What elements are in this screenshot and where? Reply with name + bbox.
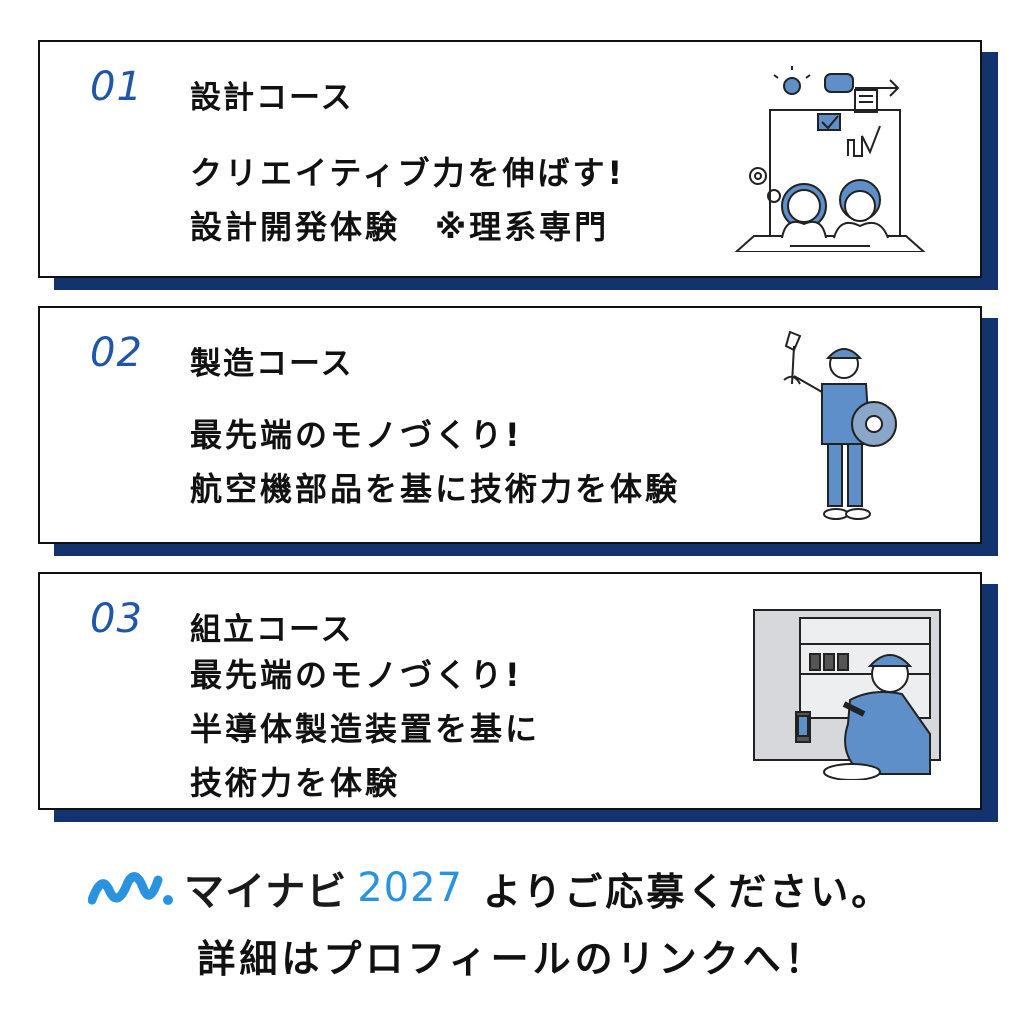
worker-wrench-icon bbox=[783, 330, 897, 520]
course-title: 製造コース bbox=[190, 346, 354, 382]
course-number: 02 bbox=[90, 330, 143, 376]
description-line: 半導体製造装置を基に bbox=[190, 710, 541, 748]
card-body: 01 設計コース クリエイティブ力を伸ばす! 設計開発体験 ※理系専門 bbox=[38, 40, 982, 278]
description-line: 最先端のモノづくり! bbox=[190, 656, 523, 694]
description-line: 設計開発体験 ※理系専門 bbox=[190, 208, 610, 246]
description-line: 最先端のモノづくり! bbox=[190, 416, 523, 454]
profile-link-text: 詳細はプロフィールのリンクへ！ bbox=[197, 937, 827, 981]
course-title: 組立コース bbox=[190, 612, 354, 648]
course-description: クリエイティブ力を伸ばす! 設計開発体験 ※理系専門 bbox=[190, 146, 625, 254]
brand-year: 2027 bbox=[357, 865, 463, 911]
mynavi-logo-icon bbox=[88, 872, 173, 905]
card-body: 03 組立コース 最先端のモノづくり! 半導体製造装置を基に 技術力を体験 bbox=[38, 572, 982, 810]
apply-text: よりご応募ください。 bbox=[483, 869, 893, 914]
course-description: 最先端のモノづくり! 航空機部品を基に技術力を体験 bbox=[190, 408, 680, 516]
description-line: 技術力を体験 bbox=[190, 764, 401, 802]
course-card-2: 02 製造コース 最先端のモノづくり! 航空機部品を基に技術力を体験 bbox=[38, 306, 998, 556]
course-card-3: 03 組立コース 最先端のモノづくり! 半導体製造装置を基に 技術力を体験 bbox=[38, 572, 998, 822]
technician-machine-icon bbox=[753, 609, 941, 780]
course-description: 最先端のモノづくり! 半導体製造装置を基に 技術力を体験 bbox=[190, 648, 540, 810]
designers-laptop-icon bbox=[734, 66, 926, 252]
course-card-1: 01 設計コース クリエイティブ力を伸ばす! 設計開発体験 ※理系専門 bbox=[38, 40, 998, 290]
card-body: 02 製造コース 最先端のモノづくり! 航空機部品を基に技術力を体験 bbox=[38, 306, 982, 544]
description-line: 航空機部品を基に技術力を体験 bbox=[190, 470, 681, 508]
course-number: 03 bbox=[90, 596, 143, 642]
course-title: 設計コース bbox=[190, 80, 354, 116]
description-line: クリエイティブ力を伸ばす! bbox=[190, 154, 626, 192]
brand-name: マイナビ bbox=[184, 869, 348, 915]
course-number: 01 bbox=[90, 64, 143, 110]
footer-apply-line: マイナビ 2027 よりご応募ください。 bbox=[88, 858, 892, 918]
